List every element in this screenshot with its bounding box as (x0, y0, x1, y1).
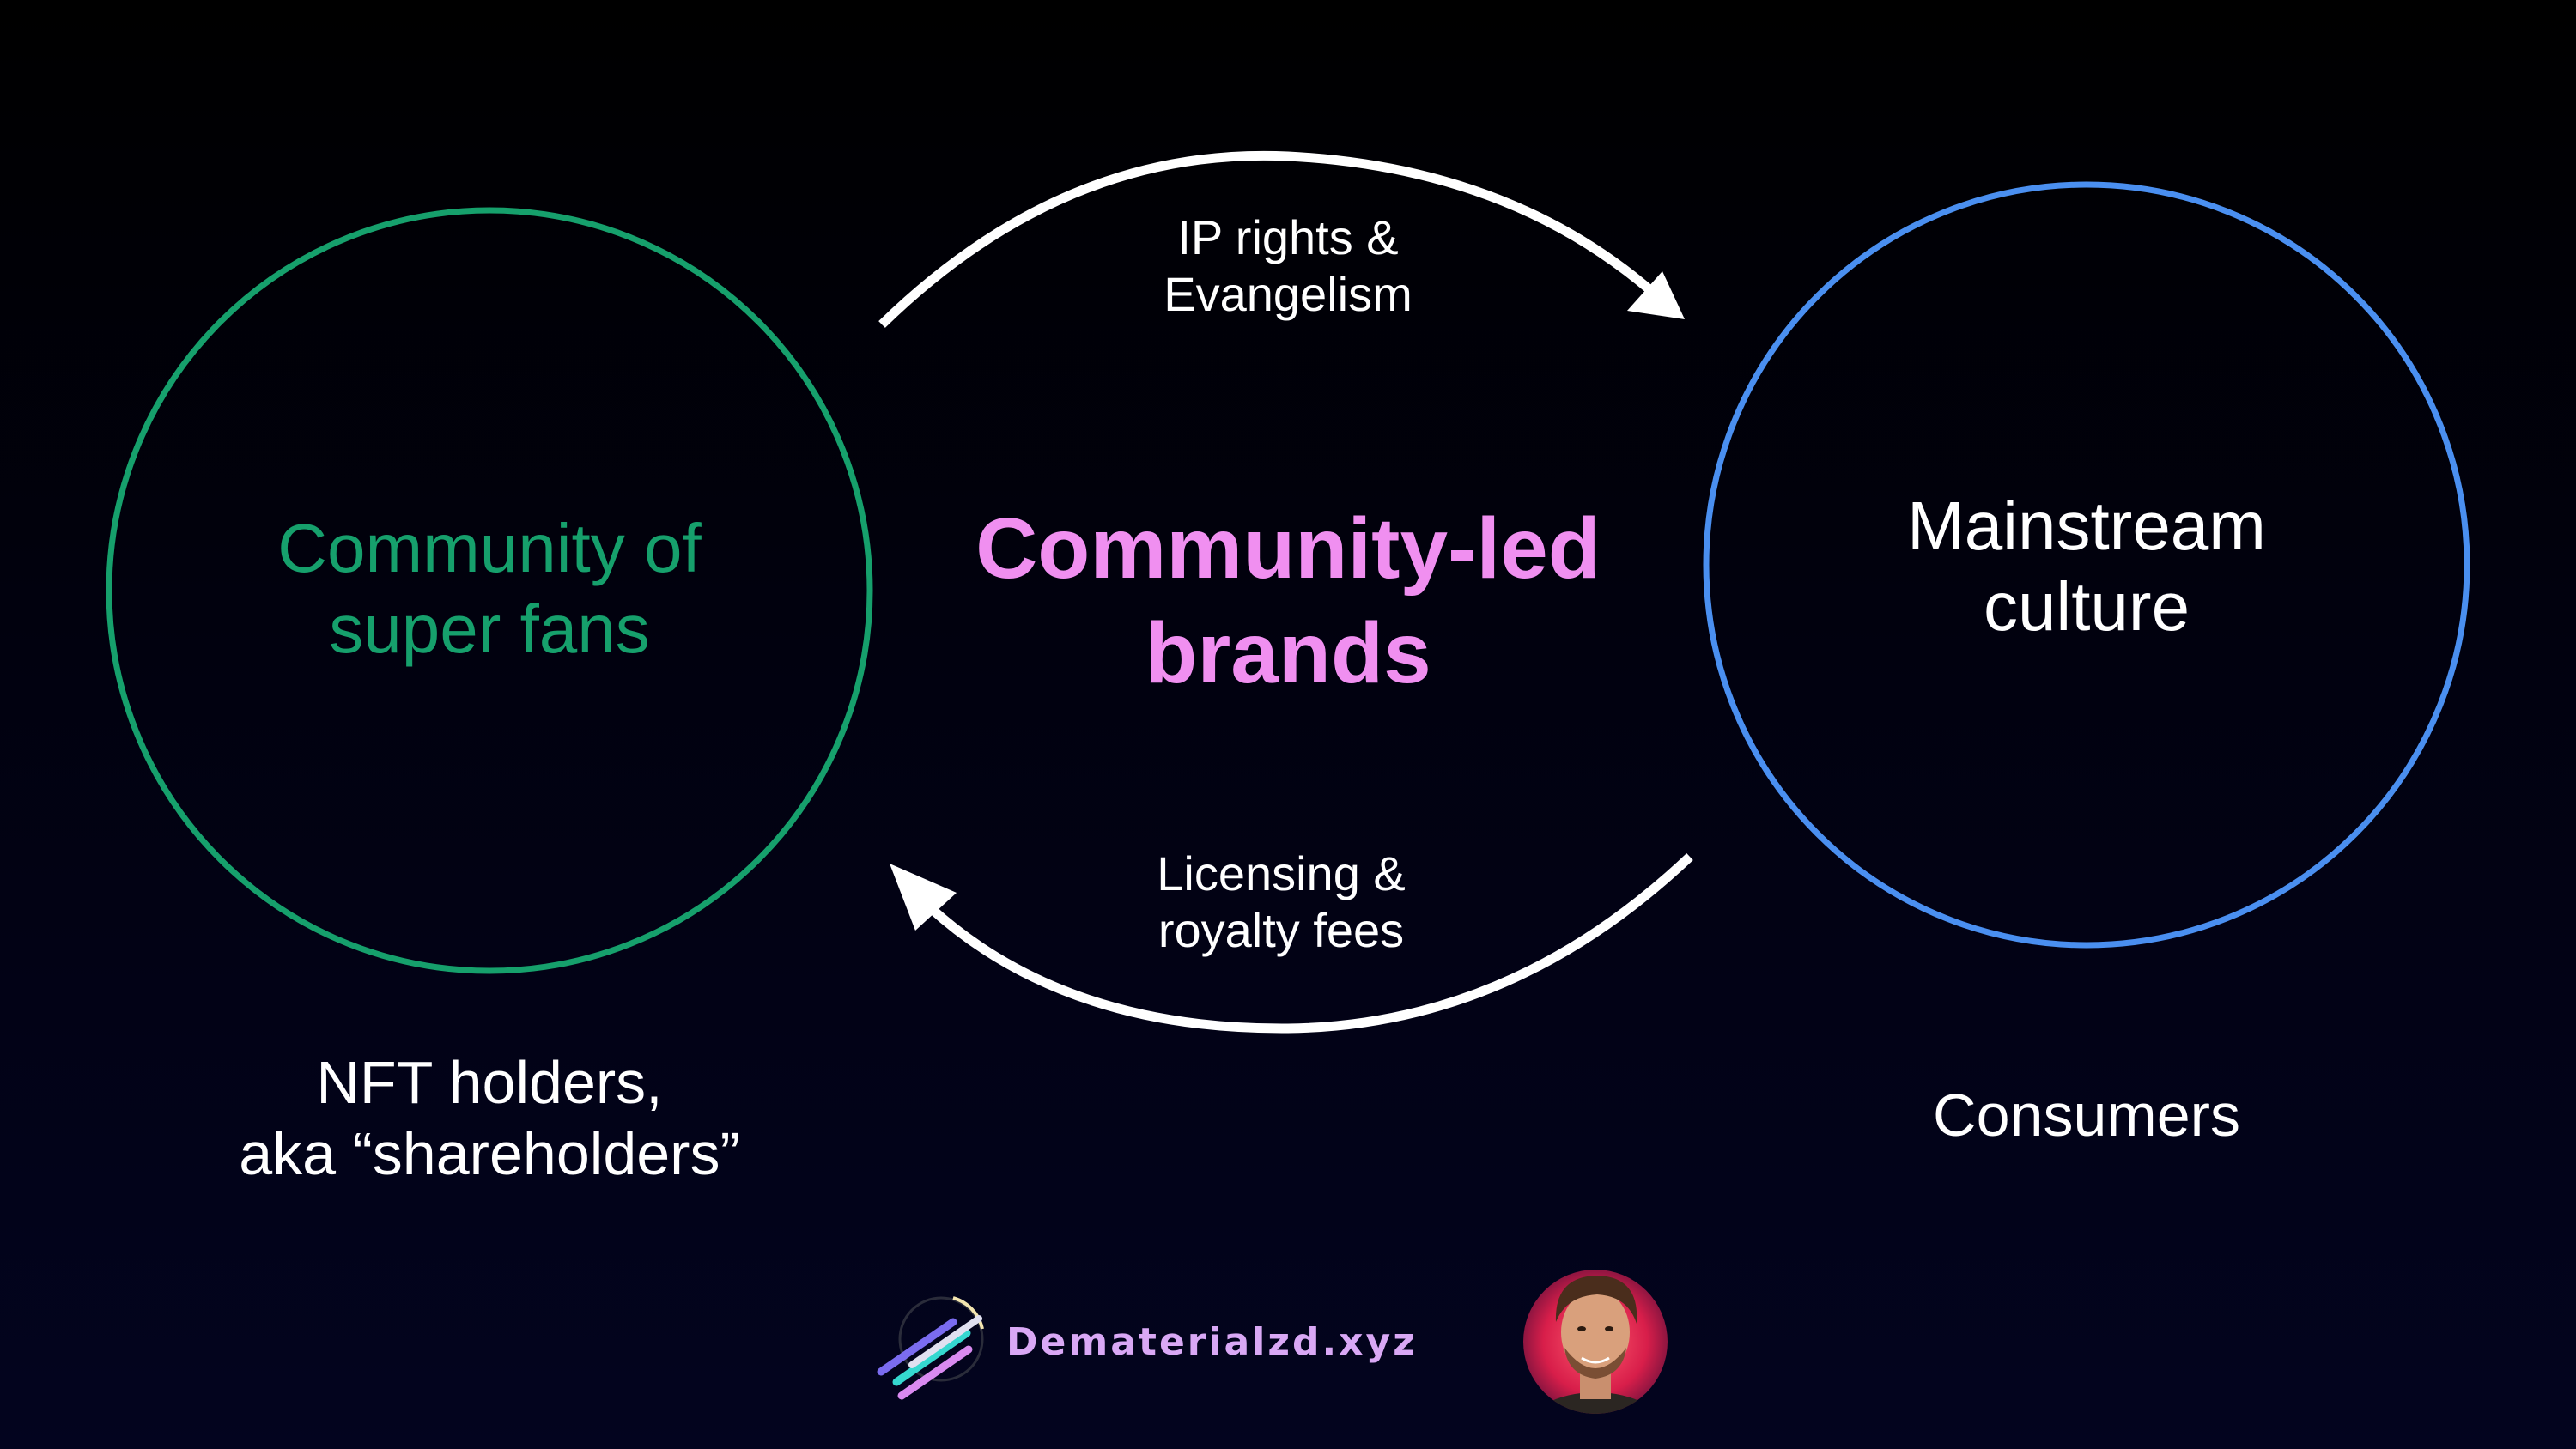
bottom-arrow-label: Licensing & royalty fees (1024, 846, 1539, 959)
top-arrow-label-line: Evangelism (1163, 267, 1413, 322)
mainstream-label: Mainstream culture (1743, 486, 2430, 648)
author-avatar-portrait (1523, 1270, 1668, 1414)
nft-holders-caption-line: NFT holders, (316, 1049, 663, 1116)
bottom-arrow-head-icon (890, 864, 957, 931)
bottom-arrow-label-line: Licensing & (1157, 846, 1406, 900)
top-arrow-head-icon (1627, 271, 1685, 319)
community-label-line: super fans (329, 591, 650, 668)
center-title: Community-led brands (945, 496, 1631, 706)
consumers-caption: Consumers (1743, 1080, 2430, 1151)
community-circle (106, 207, 873, 974)
mainstream-label-line: culture (1983, 568, 2190, 646)
mainstream-label-line: Mainstream (1907, 488, 2266, 564)
nft-holders-caption-line: aka “shareholders” (239, 1119, 740, 1187)
community-label-line: Community of (277, 510, 702, 586)
top-arrow (878, 150, 1661, 328)
consumers-caption-line: Consumers (1933, 1082, 2240, 1149)
community-label: Community of super fans (146, 508, 833, 670)
top-arrow-label-line: IP rights & (1177, 210, 1399, 264)
nft-holders-caption: NFT holders, aka “shareholders” (146, 1047, 833, 1189)
speed-streaks-logo-icon (877, 1296, 984, 1400)
center-title-line: Community-led (975, 500, 1601, 597)
top-arrow-label: IP rights & Evangelism (1030, 209, 1546, 323)
center-title-line: brands (1145, 605, 1431, 701)
bottom-arrow-label-line: royalty fees (1157, 903, 1405, 958)
bottom-arrow (927, 853, 1693, 1034)
mainstream-circle (1703, 181, 2470, 949)
brand-link[interactable]: Dematerialzd.xyz (1006, 1320, 1418, 1364)
